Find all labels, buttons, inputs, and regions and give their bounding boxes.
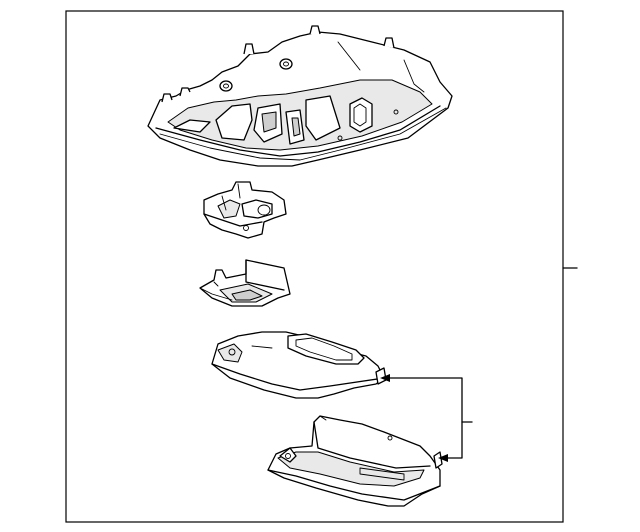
part-lamp-socket-module — [199, 259, 291, 307]
part-upper-lens-panel — [211, 331, 387, 399]
part-lower-storage-bin — [267, 415, 443, 507]
part-overhead-console-housing — [147, 25, 453, 167]
arrowhead-upper — [380, 374, 390, 382]
arrowhead-lower — [438, 454, 448, 462]
diagram-frame — [65, 10, 564, 523]
part-lamp-bracket — [203, 181, 287, 239]
callout-shared-bracket-leader — [380, 374, 473, 462]
